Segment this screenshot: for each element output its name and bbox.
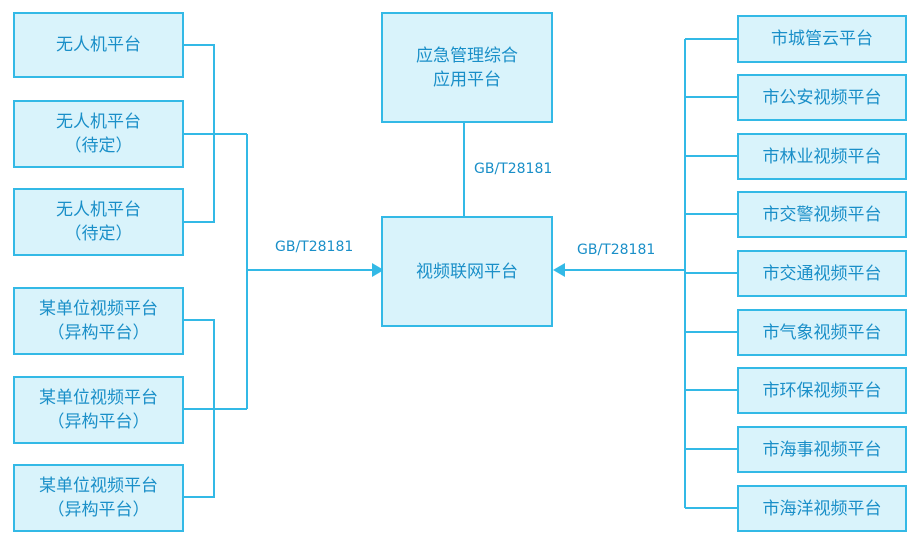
node-label: 市城管云平台 (771, 29, 873, 49)
right-protocol-label: GB/T28181 (577, 242, 656, 258)
left-arrowhead-icon (372, 263, 384, 277)
node-sublabel: 应用平台 (433, 69, 501, 90)
node-label: 某单位视频平台 (39, 388, 158, 408)
left-node-6[interactable]: 某单位视频平台 （异构平台） (13, 464, 184, 532)
node-label: 视频联网平台 (416, 261, 518, 282)
node-label: 某单位视频平台 (39, 299, 158, 319)
right-node-3[interactable]: 市林业视频平台 (737, 133, 907, 180)
right-node-8[interactable]: 市海事视频平台 (737, 426, 907, 473)
node-label: 市海事视频平台 (762, 439, 882, 460)
right-arrowhead-icon (553, 263, 565, 277)
right-node-9[interactable]: 市海洋视频平台 (737, 485, 907, 532)
node-label: 无人机平台 (56, 35, 141, 55)
node-label: 市交通视频平台 (762, 263, 882, 284)
node-sublabel: （异构平台） (47, 323, 150, 343)
node-label: 市公安视频平台 (762, 87, 882, 108)
node-label: 市海洋视频平台 (762, 498, 882, 519)
node-sublabel: （待定） (64, 224, 133, 244)
left-node-4[interactable]: 某单位视频平台 （异构平台） (13, 287, 184, 355)
left-node-3[interactable]: 无人机平台 （待定） (13, 188, 184, 256)
top-node-emergency-platform[interactable]: 应急管理综合 应用平台 (381, 12, 553, 123)
node-label: 市林业视频平台 (762, 146, 882, 167)
right-node-7[interactable]: 市环保视频平台 (737, 367, 907, 414)
left-protocol-label: GB/T28181 (275, 239, 354, 255)
node-label: 无人机平台 (56, 112, 141, 132)
node-sublabel: （待定） (64, 136, 133, 156)
node-label: 市交警视频平台 (762, 204, 882, 225)
node-sublabel: （异构平台） (47, 412, 150, 432)
left-node-5[interactable]: 某单位视频平台 （异构平台） (13, 376, 184, 444)
node-label: 某单位视频平台 (39, 476, 158, 496)
node-label: 市气象视频平台 (762, 322, 882, 343)
right-node-4[interactable]: 市交警视频平台 (737, 191, 907, 238)
right-node-6[interactable]: 市气象视频平台 (737, 309, 907, 356)
node-label: 无人机平台 (56, 200, 141, 220)
left-node-2[interactable]: 无人机平台 （待定） (13, 100, 184, 168)
right-node-5[interactable]: 市交通视频平台 (737, 250, 907, 297)
node-sublabel: （异构平台） (47, 500, 150, 520)
hub-node-video-network[interactable]: 视频联网平台 (381, 216, 553, 327)
left-node-1[interactable]: 无人机平台 (13, 12, 184, 78)
right-node-2[interactable]: 市公安视频平台 (737, 74, 907, 121)
node-label: 应急管理综合 (416, 45, 518, 66)
right-node-1[interactable]: 市城管云平台 (737, 15, 907, 63)
top-protocol-label: GB/T28181 (474, 161, 553, 177)
node-label: 市环保视频平台 (762, 380, 882, 401)
